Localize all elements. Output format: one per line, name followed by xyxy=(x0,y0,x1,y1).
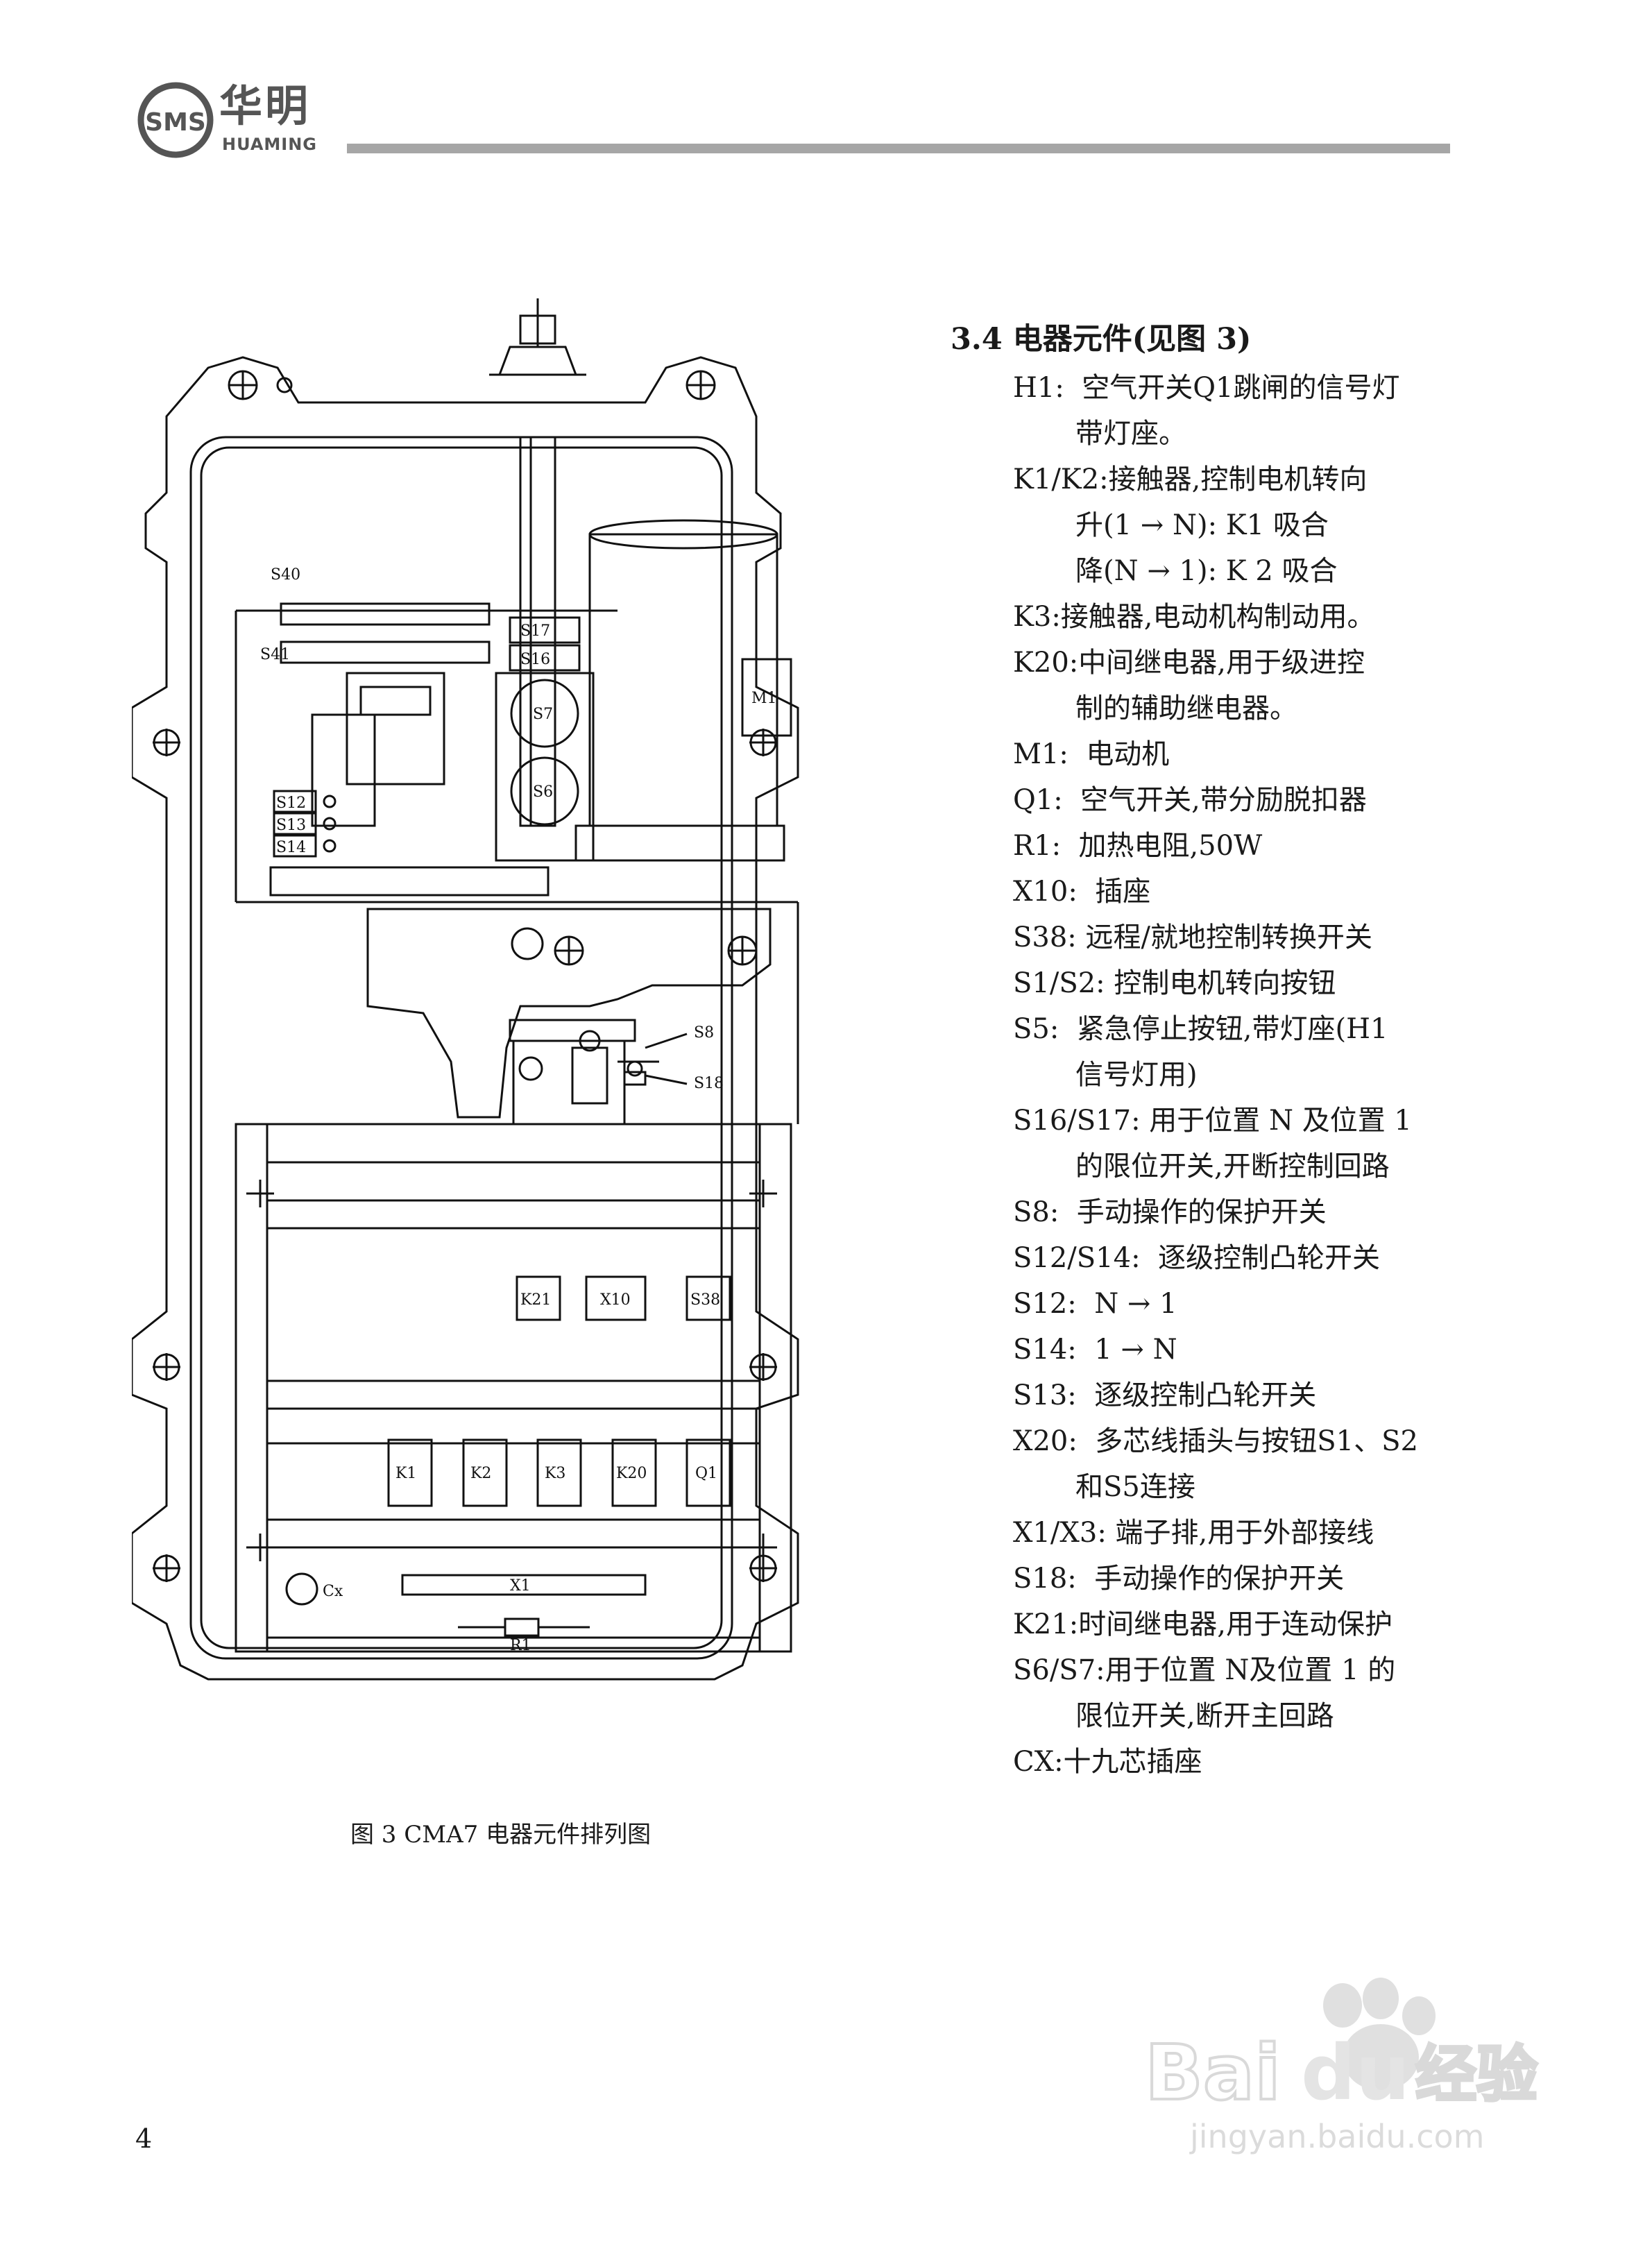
watermark-cn: 经验 xyxy=(1415,2039,1538,2110)
component-list-item: 限位开关,断开主回路 xyxy=(1075,1700,1334,1732)
component-list-item: R1: 加热电阻,50W xyxy=(1013,830,1263,862)
component-list-item: 的限位开关,开断控制回路 xyxy=(1075,1150,1390,1182)
component-list-item: X10: 插座 xyxy=(1013,876,1151,908)
huaming-logo: SMS 华明 HUAMING xyxy=(137,82,346,158)
label-s7: S7 xyxy=(533,706,553,723)
label-k3: K3 xyxy=(545,1465,565,1482)
header-rule xyxy=(347,144,1450,153)
label-s13: S13 xyxy=(276,817,306,834)
component-list-item: X20: 多芯线插头与按钮S1、S2 xyxy=(1013,1425,1418,1457)
component-list-item: S5: 紧急停止按钮,带灯座(H1 xyxy=(1013,1013,1388,1045)
component-list-item: Q1: 空气开关,带分励脱扣器 xyxy=(1013,784,1367,816)
label-s8: S8 xyxy=(694,1024,714,1042)
component-list: H1: 空气开关Q1跳闸的信号灯带灯座。 K1/K2:接触器,控制电机转向升(1 … xyxy=(951,365,1630,1785)
component-list-item: H1: 空气开关Q1跳闸的信号灯 xyxy=(1013,372,1400,404)
component-list-item: K21:时间继电器,用于连动保护 xyxy=(1013,1608,1393,1640)
label-s40: S40 xyxy=(271,566,300,584)
component-list-item: S14: 1 → N xyxy=(1013,1334,1177,1366)
component-list-item: S38: 远程/就地控制转换开关 xyxy=(1013,922,1372,953)
watermark-url: jingyan.baidu.com xyxy=(1189,2118,1485,2155)
section-title: 3.4 电器元件(见图 3) xyxy=(951,322,1252,357)
logo-chinese-name: 华明 xyxy=(219,80,312,131)
component-list-item: 带灯座。 xyxy=(1075,418,1186,450)
label-k2: K2 xyxy=(470,1465,491,1482)
label-s17: S17 xyxy=(520,622,550,640)
component-list-item: 和S5连接 xyxy=(1075,1471,1195,1503)
component-list-item: S13: 逐级控制凸轮开关 xyxy=(1013,1379,1317,1411)
label-s18: S18 xyxy=(694,1075,724,1092)
component-list-item: CX:十九芯插座 xyxy=(1013,1746,1202,1778)
component-list-item: S12/S14: 逐级控制凸轮开关 xyxy=(1013,1242,1380,1274)
watermark-brand-tail: du xyxy=(1301,2028,1410,2117)
page-number: 4 xyxy=(135,2123,153,2154)
cma7-component-layout-diagram: S40 S41 S17 S16 S7 S6 M1 S12 S13 S14 S8 … xyxy=(132,298,799,1681)
component-list-item: 升(1 → N): K1 吸合 xyxy=(1075,509,1329,541)
label-s6: S6 xyxy=(533,783,553,801)
label-cx: Cx xyxy=(323,1583,343,1600)
label-s12: S12 xyxy=(276,795,306,812)
component-list-item: S6/S7:用于位置 N及位置 1 的 xyxy=(1013,1654,1396,1686)
paw-icon xyxy=(1323,1978,1436,2091)
label-s16: S16 xyxy=(520,651,550,668)
component-list-item: X1/X3: 端子排,用于外部接线 xyxy=(1013,1517,1374,1549)
component-list-item: K1/K2:接触器,控制电机转向 xyxy=(1013,464,1368,495)
baidu-jingyan-watermark: Bai du 经验 jingyan.baidu.com xyxy=(1143,1978,1539,2155)
component-list-item: 制的辅助继电器。 xyxy=(1075,693,1297,724)
label-x10: X10 xyxy=(600,1291,631,1309)
label-m1: M1 xyxy=(751,690,777,707)
label-s14: S14 xyxy=(276,839,306,856)
section-electrical-components: 3.4 电器元件(见图 3) H1: 空气开关Q1跳闸的信号灯带灯座。 K1/K2… xyxy=(951,318,1630,1785)
label-k20: K20 xyxy=(616,1465,647,1482)
logo-badge-text: SMS xyxy=(145,108,206,137)
component-list-item: M1: 电动机 xyxy=(1013,738,1170,770)
label-k1: K1 xyxy=(395,1465,416,1482)
component-list-item: S16/S17: 用于位置 N 及位置 1 xyxy=(1013,1105,1412,1137)
label-s38: S38 xyxy=(690,1291,720,1309)
logo-badge-icon: SMS xyxy=(137,82,214,158)
label-r1: R1 xyxy=(510,1637,531,1654)
label-x1: X1 xyxy=(510,1577,531,1595)
component-list-item: S12: N → 1 xyxy=(1013,1288,1177,1320)
label-s41: S41 xyxy=(260,646,290,663)
component-list-item: 降(N → 1): K 2 吸合 xyxy=(1075,555,1338,587)
component-list-item: S8: 手动操作的保护开关 xyxy=(1013,1196,1327,1228)
figure-caption: 图 3 CMA7 电器元件排列图 xyxy=(350,1821,652,1849)
component-list-item: S1/S2: 控制电机转向按钮 xyxy=(1013,967,1336,999)
component-list-item: K3:接触器,电动机构制动用。 xyxy=(1013,601,1375,633)
watermark-brand: Bai xyxy=(1145,2028,1281,2117)
component-list-item: S18: 手动操作的保护开关 xyxy=(1013,1563,1345,1595)
label-k21: K21 xyxy=(520,1291,551,1309)
component-list-item: 信号灯用) xyxy=(1075,1059,1198,1091)
logo-english-name: HUAMING xyxy=(222,135,318,154)
component-list-item: K20:中间继电器,用于级进控 xyxy=(1013,647,1365,679)
label-q1: Q1 xyxy=(695,1465,717,1482)
